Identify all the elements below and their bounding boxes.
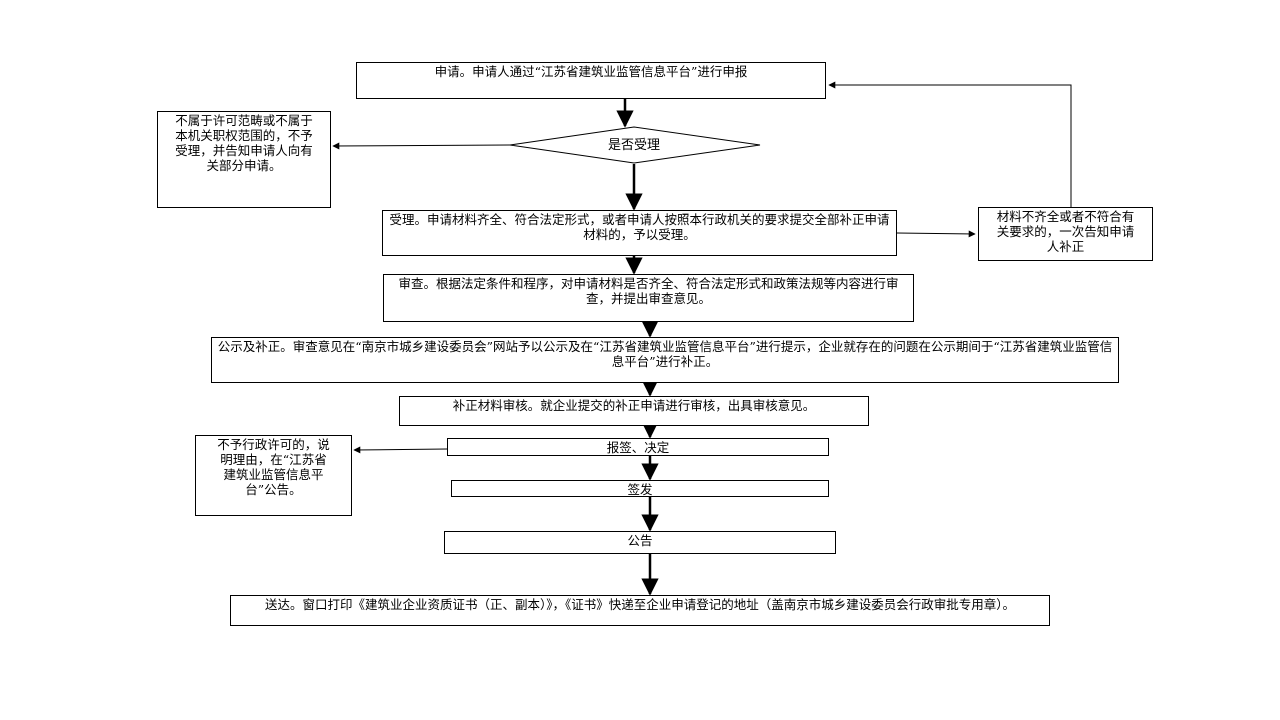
deliver-box: 送达。窗口打印《建筑业企业资质证书（正、副本）》，《证书》快递至企业申请登记的地…	[230, 595, 1050, 626]
decision-diamond	[509, 126, 761, 164]
arrow-accept-to-incomplete	[896, 230, 976, 238]
apply-box: 申请。申请人通过“江苏省建筑业监管信息平台”进行申报	[356, 62, 826, 99]
arrow-sign-to-not-permitted	[353, 446, 448, 454]
not-in-scope-box: 不属于许可范畴或不属于本机关职权范围的，不予受理，并告知申请人向有关部分申请。	[157, 111, 331, 208]
issue-box: 签发	[451, 480, 829, 497]
not-permitted-box: 不予行政许可的，说明理由，在“江苏省建筑业监管信息平台”公告。	[195, 435, 352, 516]
incomplete-box: 材料不齐全或者不符合有关要求的，一次告知申请人补正	[978, 207, 1153, 261]
publicity-box: 公示及补正。审查意见在“南京市城乡建设委员会”网站予以公示及在“江苏省建筑业监管…	[211, 337, 1119, 383]
arrow-decision-to-not-in-scope	[332, 142, 511, 150]
announce-box: 公告	[444, 531, 836, 554]
review-box: 审查。根据法定条件和程序，对申请材料是否齐全、符合法定形式和政策法规等内容进行审…	[383, 274, 914, 322]
accept-box: 受理。申请材料齐全、符合法定形式，或者申请人按照本行政机关的要求提交全部补正申请…	[382, 210, 897, 256]
supplement-review-box: 补正材料审核。就企业提交的补正申请进行审核，出具审核意见。	[399, 396, 869, 426]
sign-decide-box: 报签、决定	[447, 438, 829, 456]
decision-label: 是否受理	[607, 138, 660, 153]
arrow-incomplete-to-apply	[828, 81, 1072, 207]
